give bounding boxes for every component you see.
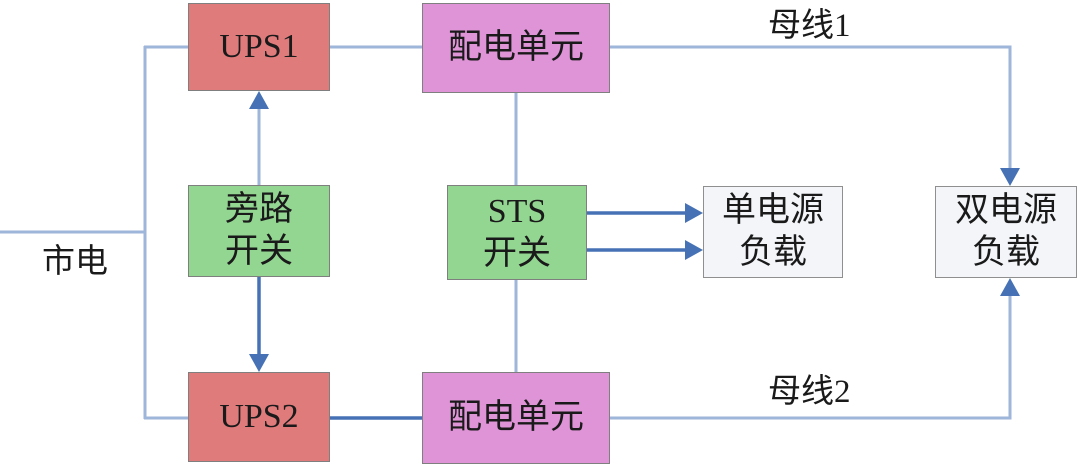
bypass-switch-label-line1: 旁路 xyxy=(225,191,293,228)
bus2-line xyxy=(610,294,1012,420)
pdu-bottom-label: 配电单元 xyxy=(448,399,584,436)
single-source-load-label-line2: 负载 xyxy=(739,234,807,271)
bypass-switch-label-line2: 开关 xyxy=(225,233,293,270)
ups2-label: UPS2 xyxy=(219,398,299,435)
bus2-label: 母线2 xyxy=(768,374,851,410)
dual-source-load-label-line2: 负载 xyxy=(972,234,1040,271)
sts-to-single-load-arrowhead-2 xyxy=(685,240,703,260)
ups2-box: UPS2 xyxy=(188,372,330,462)
bus1-label: 母线1 xyxy=(768,8,851,44)
single-source-load-label-line1: 单电源 xyxy=(722,192,824,229)
mains-label: 市电 xyxy=(42,244,108,280)
sts-to-single-load-arrowhead-1 xyxy=(685,203,703,223)
pdu-top-label: 配电单元 xyxy=(448,29,584,66)
bypass-to-ups2-arrowhead xyxy=(249,354,269,372)
bus1-line xyxy=(610,45,1012,170)
pdu-bottom-box: 配电单元 xyxy=(422,372,610,464)
sts-switch-label-line1: STS xyxy=(487,192,547,230)
sts-switch-label-line2: 开关 xyxy=(483,234,551,272)
ups1-box: UPS1 xyxy=(188,3,330,91)
dual-source-load-label-line1: 双电源 xyxy=(955,192,1057,229)
bypass-to-ups1-arrowhead xyxy=(249,91,269,109)
pdu-top-box: 配电单元 xyxy=(422,3,610,93)
ups1-label: UPS1 xyxy=(219,28,299,65)
single-source-load-box: 单电源 负载 xyxy=(703,186,843,278)
bypass-switch-box: 旁路 开关 xyxy=(188,185,330,277)
bus1-arrowhead xyxy=(1000,168,1020,186)
dual-source-load-box: 双电源 负载 xyxy=(935,186,1077,278)
bus2-arrowhead xyxy=(1000,278,1020,296)
sts-switch-box: STS 开关 xyxy=(447,185,587,280)
